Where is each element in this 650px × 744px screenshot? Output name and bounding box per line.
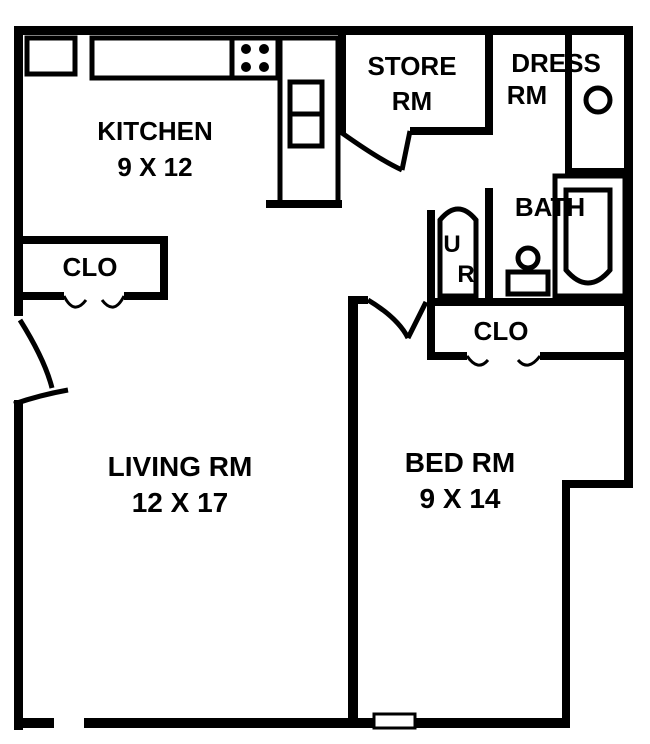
ur-label-u: U [443,231,460,258]
bedroom-size: 9 X 14 [420,483,501,514]
bath-label: BATH [515,192,585,222]
kitchen-label: KITCHEN [97,116,213,146]
store-room-label-rm: RM [392,86,432,116]
toilet-icon [505,245,551,297]
kitchen-counter [24,35,281,81]
living-room-label: LIVING RM [108,451,253,482]
bottom-threshold [372,712,417,730]
bedroom-label: BED RM [405,447,515,478]
dress-room-label: DRESS [511,48,601,78]
right-closet-label: CLO [474,316,529,346]
dress-room-walls [565,35,633,175]
left-closet-label: CLO [63,252,118,282]
left-closet-walls [14,236,168,309]
store-room-label: STORE [367,51,456,81]
outer-walls [14,26,633,730]
ur-label-r: R [457,261,474,288]
living-room-size: 12 X 17 [132,487,229,518]
vanity-icon [437,206,479,299]
bath-walls [427,173,628,300]
bathtub-icon [563,187,613,286]
sink-icon [583,85,613,115]
stove-icon [241,44,269,72]
dress-room-label-rm: RM [507,80,547,110]
store-room-walls [338,35,493,173]
bedroom-walls [348,296,429,726]
kitchen-size: 9 X 12 [117,152,192,182]
entry-door [13,318,69,407]
right-closet-walls [427,298,625,367]
